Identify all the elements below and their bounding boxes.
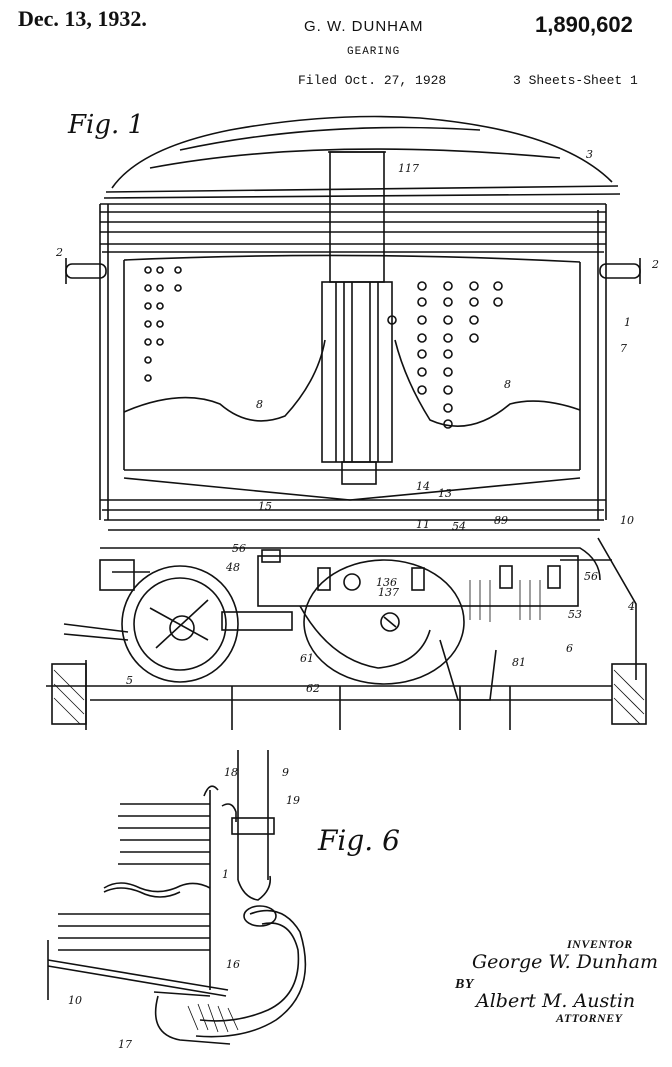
ref-6: 6 [566, 642, 573, 655]
by-label: BY [455, 977, 474, 993]
sheet-indicator: 3 Sheets-Sheet 1 [513, 73, 638, 88]
attorney-signature: Albert M. Austin [476, 990, 635, 1012]
ref-1: 1 [624, 316, 631, 329]
ref-16: 16 [226, 958, 240, 971]
ref-9: 9 [282, 766, 289, 779]
ref-2-left: 2 [55, 246, 63, 259]
ref-137: 137 [378, 586, 399, 599]
inventor-header: G. W. DUNHAM [304, 18, 424, 35]
ref-10-fig6: 10 [68, 994, 82, 1007]
ref-81: 81 [512, 656, 526, 669]
ref-56-right: 56 [584, 570, 598, 583]
ref-11: 11 [416, 518, 430, 531]
ref-62: 62 [306, 682, 320, 695]
ref-19: 19 [286, 794, 300, 807]
filed-date: Filed Oct. 27, 1928 [298, 73, 446, 88]
ref-1-fig6: 1 [222, 868, 229, 881]
ref-2-right: 2 [651, 258, 659, 271]
ref-13: 13 [438, 487, 452, 500]
ref-53: 53 [568, 608, 582, 621]
ref-117: 117 [398, 162, 419, 175]
ref-18: 18 [224, 766, 238, 779]
inventor-label: INVENTOR [567, 937, 633, 952]
ref-8-right: 8 [504, 378, 511, 391]
ref-17: 17 [118, 1038, 132, 1051]
ref-4: 4 [627, 600, 635, 613]
ref-54: 54 [452, 520, 466, 533]
patent-title: GEARING [347, 46, 400, 58]
ref-48: 48 [225, 561, 240, 574]
ref-5: 5 [126, 674, 133, 687]
ref-7: 7 [620, 342, 627, 355]
patent-date: Dec. 13, 1932. [18, 6, 147, 32]
ref-61: 61 [300, 652, 314, 665]
ref-3: 3 [586, 148, 593, 161]
ref-89: 89 [494, 514, 508, 527]
ref-10: 10 [620, 514, 634, 527]
ref-8-left: 8 [256, 398, 263, 411]
ref-15: 15 [258, 500, 272, 513]
figure-1-drawing: 117 3 2 2 1 7 8 8 14 13 15 89 10 11 54 5… [0, 95, 672, 735]
ref-56-left: 56 [232, 542, 246, 555]
inventor-signature: George W. Dunham [472, 951, 658, 973]
ref-14: 14 [416, 480, 430, 493]
patent-number: 1,890,602 [535, 12, 633, 38]
attorney-label: ATTORNEY [556, 1011, 622, 1026]
